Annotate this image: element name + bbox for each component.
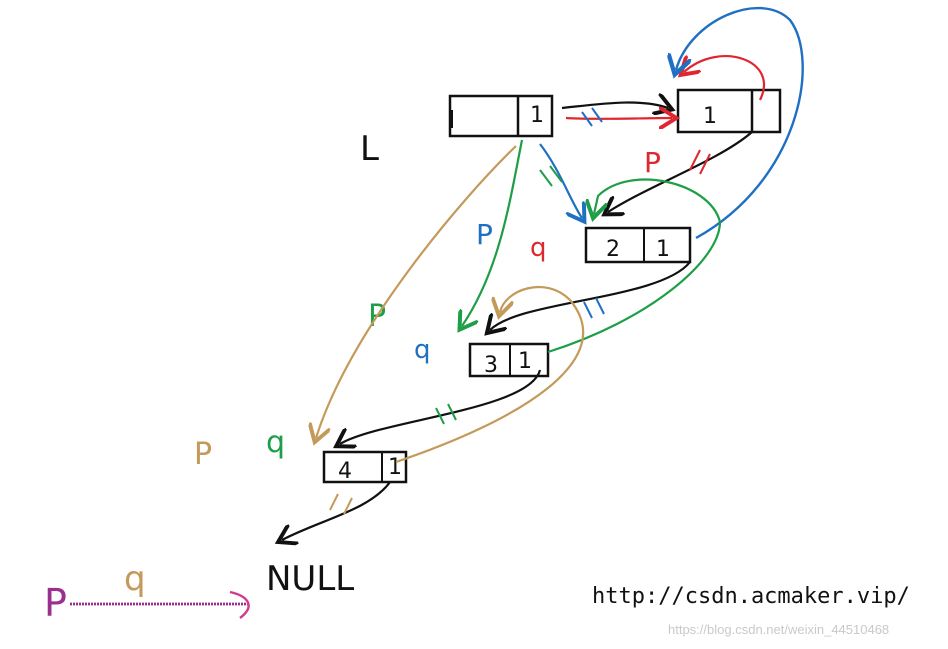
link-node1-to-node2	[608, 131, 753, 212]
green-q-label: q	[266, 425, 285, 460]
node-1: 1	[676, 88, 782, 134]
red-arrow-head-to-node1	[565, 118, 672, 119]
red-arrow-self-loop	[684, 56, 766, 101]
head-label-l: L	[360, 129, 379, 169]
blue-q-label: q	[414, 335, 431, 365]
tan-cut-mark	[329, 493, 353, 515]
tan-arrow-head-to-node4	[316, 145, 517, 438]
head-node-next: 1	[530, 103, 544, 128]
node-3: 3 1	[468, 342, 550, 378]
node-4: 4 1	[322, 450, 408, 484]
green-arrow-head-to-node3	[462, 139, 524, 326]
blue-arrow-node2-to-node1	[676, 6, 804, 240]
blue-cut-mark-1	[581, 107, 603, 127]
node-2-next: 1	[656, 237, 670, 262]
green-cut-mark-2	[435, 403, 457, 425]
green-arrow-node3-to-node2	[547, 178, 722, 354]
node-4-next: 1	[388, 455, 402, 480]
red-q-label: q	[530, 233, 547, 263]
node-4-value: 4	[338, 459, 352, 484]
green-cut-mark-1	[539, 165, 563, 187]
magenta-arrow-head	[229, 590, 250, 619]
node-2-value: 2	[606, 237, 620, 262]
watermark: https://blog.csdn.net/weixin_44510468	[668, 622, 890, 637]
blue-cut-mark-2	[583, 297, 605, 319]
tan-p-label: P	[194, 437, 212, 472]
tan-q-label: q	[124, 559, 146, 599]
site-url: http://csdn.acmaker.vip/	[592, 584, 910, 609]
tan-arrow-node4-to-node3	[395, 285, 585, 464]
link-node4-to-null	[282, 481, 391, 540]
link-node3-to-node4	[340, 369, 542, 444]
node-2: 2 1	[584, 226, 692, 264]
red-p-label: P	[644, 146, 661, 179]
node-1-value: 1	[703, 104, 717, 129]
red-cut-mark	[689, 149, 711, 175]
purple-p-label: P	[44, 581, 67, 625]
link-node2-to-node3	[490, 261, 691, 330]
blue-p-label: P	[476, 218, 493, 251]
null-label: NULL	[266, 559, 354, 599]
head-node: 1	[448, 94, 554, 138]
link-head-to-node1	[561, 103, 668, 108]
blue-arrow-head-to-node2	[539, 143, 582, 218]
node-3-next: 1	[518, 349, 532, 374]
node-3-value: 3	[484, 353, 498, 378]
